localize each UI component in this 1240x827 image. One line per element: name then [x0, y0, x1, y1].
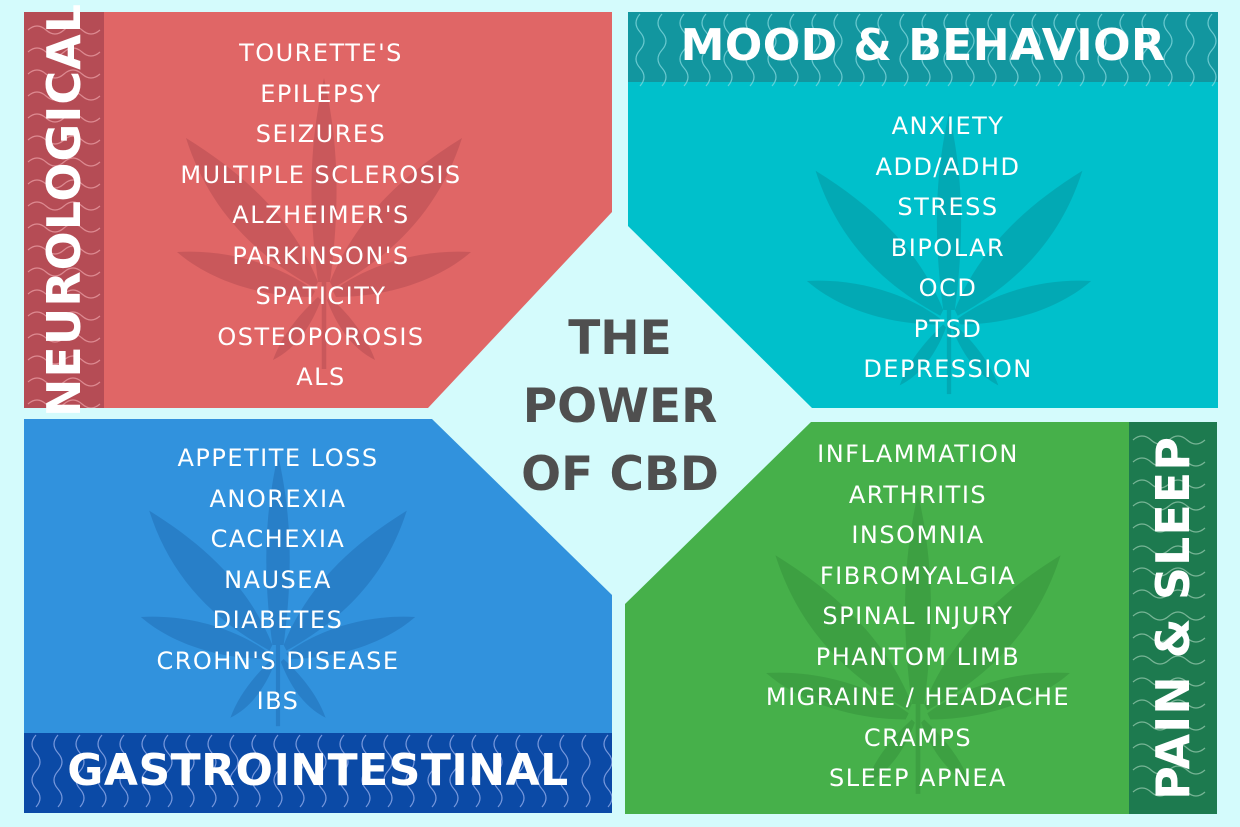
- pain-list: INFLAMMATION ARTHRITIS INSOMNIA FIBROMYA…: [718, 434, 1118, 799]
- title-line-2: POWER: [522, 379, 718, 434]
- list-item: SEIZURES: [255, 120, 387, 148]
- pain-panel: PAIN & SLEEP INFLAMMATION ARTHRITIS INSO…: [625, 422, 1217, 814]
- gastro-title: GASTROINTESTINAL: [67, 745, 569, 796]
- list-item: ARTHRITIS: [848, 480, 988, 509]
- list-item: NAUSEA: [224, 565, 332, 594]
- list-item: ALZHEIMER'S: [232, 201, 410, 229]
- list-item: EPILEPSY: [260, 79, 382, 108]
- list-item: SPATICITY: [255, 282, 387, 310]
- list-item: PARKINSON'S: [232, 241, 410, 270]
- neurological-title: NEUROLOGICAL: [37, 2, 91, 418]
- title-line-1: THE: [568, 311, 672, 366]
- list-item: INSOMNIA: [851, 521, 985, 549]
- center-title: THE POWER OF CBD: [440, 305, 800, 509]
- list-item: BIPOLAR: [890, 233, 1006, 262]
- list-item: SLEEP APNEA: [829, 764, 1007, 792]
- list-item: APPETITE LOSS: [177, 444, 379, 472]
- list-item: INFLAMMATION: [817, 440, 1019, 468]
- list-item: DIABETES: [212, 606, 344, 634]
- mood-title: MOOD & BEHAVIOR: [680, 20, 1166, 71]
- mood-panel: MOOD & BEHAVIOR ANXIETY ADD/ADHD STRESS …: [628, 12, 1218, 408]
- list-item: OSTEOPOROSIS: [217, 322, 425, 351]
- list-item: ANXIETY: [891, 112, 1005, 140]
- list-item: TOURETTE'S: [239, 39, 403, 67]
- pain-title: PAIN & SLEEP: [1146, 436, 1200, 800]
- list-item: FIBROMYALGIA: [819, 561, 1017, 590]
- title-line-3: OF CBD: [521, 447, 719, 502]
- neurological-list: TOURETTE'S EPILEPSY SEIZURES MULTIPLE SC…: [124, 33, 518, 398]
- gastro-panel: GASTROINTESTINAL APPETITE LOSS ANOREXIA …: [24, 419, 612, 813]
- list-item: ANOREXIA: [209, 484, 347, 513]
- list-item: OCD: [918, 274, 978, 302]
- list-item: MIGRAINE / HEADACHE: [765, 683, 1071, 711]
- list-item: CROHN'S DISEASE: [156, 646, 400, 675]
- list-item: DEPRESSION: [863, 355, 1033, 383]
- list-item: MULTIPLE SCLEROSIS: [180, 160, 462, 189]
- list-item: SPINAL INJURY: [822, 602, 1014, 630]
- list-item: CRAMPS: [863, 723, 973, 752]
- mood-background: [628, 12, 1218, 408]
- mood-list: ANXIETY ADD/ADHD STRESS BIPOLAR OCD PTSD…: [748, 106, 1148, 390]
- list-item: ALS: [296, 363, 346, 391]
- list-item: PTSD: [913, 314, 983, 343]
- neurological-panel: NEUROLOGICAL TOURETTE'S EPILEPSY SEIZURE…: [24, 3, 612, 417]
- list-item: CACHEXIA: [210, 525, 346, 553]
- list-item: IBS: [256, 687, 300, 715]
- list-item: STRESS: [897, 193, 999, 221]
- list-item: PHANTOM LIMB: [815, 642, 1021, 671]
- list-item: ADD/ADHD: [875, 152, 1021, 181]
- gastro-list: APPETITE LOSS ANOREXIA CACHEXIA NAUSEA D…: [78, 438, 478, 722]
